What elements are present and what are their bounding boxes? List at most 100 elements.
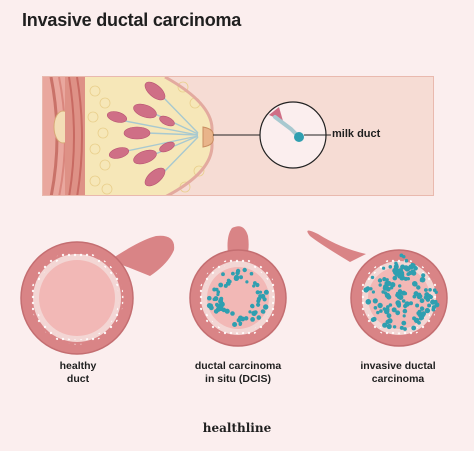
cancer-cell — [417, 309, 422, 314]
cancer-cell — [416, 285, 421, 290]
duct-end — [294, 132, 304, 142]
lobules — [106, 81, 175, 187]
cancer-cell — [423, 295, 429, 300]
cancer-cell — [385, 307, 390, 313]
cancer-cell — [253, 310, 258, 315]
cancer-cell — [419, 298, 425, 304]
cancer-cell — [389, 286, 394, 290]
cancer-cell — [411, 270, 417, 276]
cancer-cell — [434, 290, 438, 294]
cancer-cell — [263, 289, 269, 295]
cancer-cell — [219, 297, 224, 302]
cancer-cell — [250, 304, 255, 309]
cancer-cell — [430, 299, 436, 305]
cancer-cell — [402, 308, 408, 314]
cancer-cell — [245, 280, 249, 284]
cancer-cell — [427, 293, 432, 298]
cancer-cell — [221, 272, 225, 277]
cancer-cell — [216, 303, 221, 309]
cancer-cell — [376, 310, 380, 315]
cancer-cell — [395, 300, 401, 306]
cancer-cell — [434, 299, 438, 304]
cancer-cell — [248, 310, 252, 314]
cancer-cell — [424, 307, 431, 314]
cancer-cell — [255, 282, 260, 288]
cancer-cell — [377, 302, 383, 309]
cancer-cell — [386, 294, 392, 300]
healthline-logo: healthline — [202, 421, 272, 435]
cancer-cell — [386, 323, 392, 330]
chest-wall — [43, 77, 65, 195]
cancer-cell — [234, 274, 240, 280]
cancer-cell — [386, 313, 392, 319]
cancer-cell — [371, 290, 375, 294]
cancer-cell — [406, 277, 410, 281]
cancer-cell — [413, 291, 419, 297]
dcis-duct — [189, 226, 287, 347]
cancer-cell — [212, 287, 217, 292]
cancer-cell — [382, 322, 388, 328]
breast-cross-section-illustration — [43, 77, 331, 195]
cancer-cell — [396, 293, 402, 299]
cancer-cell — [419, 276, 426, 283]
cancer-cell — [209, 305, 214, 311]
magnified-duct — [273, 115, 299, 137]
cancer-cell — [392, 268, 397, 274]
cancer-cell — [427, 303, 432, 308]
cancer-cell — [411, 325, 417, 331]
cancer-cell — [213, 296, 219, 302]
cancer-cell — [370, 275, 375, 280]
cancer-cell — [363, 287, 369, 293]
cancer-cell — [242, 267, 247, 273]
cancer-cell — [382, 285, 388, 291]
cancer-cell — [409, 301, 413, 306]
milk-ducts — [124, 94, 199, 176]
cancer-cell — [379, 309, 383, 313]
milk-duct-label: milk duct — [332, 128, 381, 140]
cancer-cell — [255, 290, 260, 295]
cancer-cell — [392, 275, 398, 281]
cancer-cell — [232, 322, 238, 327]
cancer-cell — [249, 271, 254, 276]
cancer-cell — [392, 325, 397, 329]
caption-idc: invasive ductal carcinoma — [360, 360, 436, 385]
cancer-cell — [401, 299, 406, 303]
cancer-cell — [402, 255, 406, 259]
cancer-cell — [421, 273, 426, 278]
page-title: Invasive ductal carcinoma — [22, 10, 242, 30]
cancer-cell — [434, 302, 440, 308]
cancer-cell — [397, 268, 404, 274]
cancer-cell — [219, 301, 225, 307]
cancer-cell — [402, 314, 406, 318]
cancer-cell — [421, 311, 426, 316]
cancer-cell — [218, 282, 224, 288]
cancer-cell — [221, 307, 227, 313]
breast-cross-section-panel — [42, 76, 434, 196]
cancer-cell — [216, 292, 220, 297]
cancer-cell — [223, 283, 228, 288]
cancer-cell — [398, 290, 403, 295]
cancer-cell — [397, 275, 401, 279]
cancer-cell — [215, 307, 221, 312]
cancer-cell — [410, 263, 416, 269]
cancer-cell — [365, 299, 372, 305]
cancer-cell — [378, 283, 382, 287]
dcis-cancer-cells — [206, 267, 269, 327]
cancer-cell — [412, 316, 417, 321]
healthy-duct — [20, 235, 175, 355]
cancer-cell — [388, 265, 393, 269]
caption-dcis: ductal carcinoma in situ (DCIS) — [194, 360, 282, 385]
cancer-cell — [415, 318, 420, 322]
cancer-cell — [369, 287, 373, 291]
cancer-cell — [230, 311, 235, 316]
cancer-cell — [382, 266, 386, 270]
idc-cancer-cells — [363, 253, 440, 331]
cancer-cell — [239, 275, 243, 280]
cancer-cell — [231, 271, 235, 276]
cancer-cell — [381, 290, 385, 294]
cancer-cell — [418, 294, 423, 299]
cancer-cell — [382, 277, 387, 282]
cancer-cell — [399, 325, 404, 330]
cancer-cell — [428, 288, 432, 292]
cancer-cell — [256, 302, 261, 307]
